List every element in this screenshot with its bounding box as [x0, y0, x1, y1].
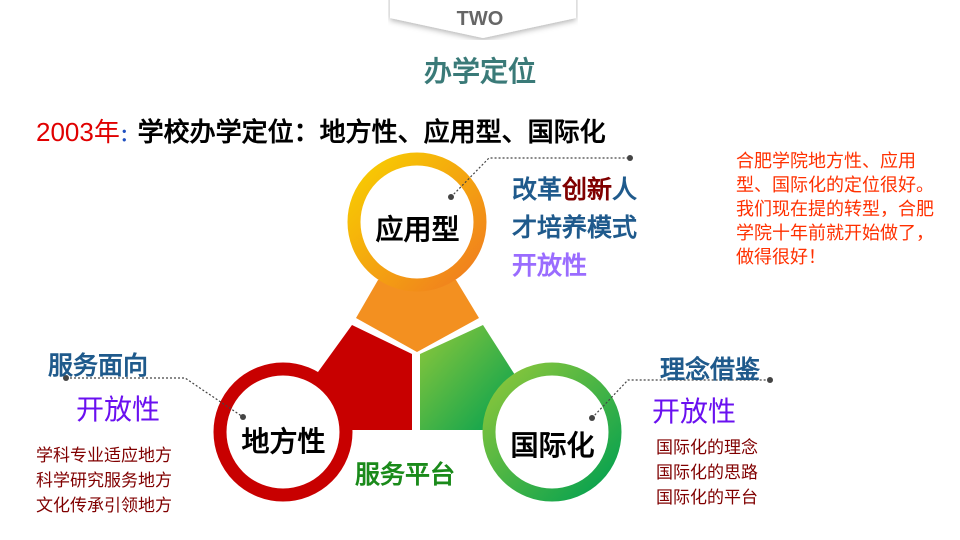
list-item: 文化传承引领地方: [36, 496, 172, 516]
intl-ring: [482, 362, 622, 502]
local-note-title: 服务面向: [48, 351, 149, 380]
applied-ring: [347, 152, 487, 292]
text-reform: 改革: [512, 175, 563, 204]
tab-label: TWO: [456, 8, 504, 30]
intl-note-list: 国际化的理念 国际化的思路 国际化的平台: [656, 436, 758, 511]
section-title: 办学定位: [423, 55, 536, 88]
list-item: 科学研究服务地方: [36, 471, 172, 491]
node-local: 地方性: [241, 425, 326, 458]
local-note-open: 开放性: [76, 393, 161, 426]
local-ring: [213, 362, 353, 502]
headline-year: 2003年: [36, 117, 120, 147]
headline-colon: :: [119, 118, 129, 148]
headline-text: 学校办学定位：地方性、应用型、国际化: [137, 118, 606, 148]
list-item: 国际化的平台: [656, 488, 758, 508]
text-innovation: 创新: [562, 175, 613, 204]
list-item: 学科专业适应地方: [36, 446, 172, 466]
comment-text: 合肥学院地方性、应用型、国际化的定位很好。我们现在提的转型，合肥学院十年前就开始…: [736, 151, 934, 268]
applied-note-open: 开放性: [512, 251, 588, 280]
headline: 2003年: 学校办学定位：地方性、应用型、国际化: [36, 112, 606, 149]
list-item: 国际化的理念: [656, 438, 758, 458]
orange-segment: [356, 280, 479, 352]
local-note-list: 学科专业适应地方 科学研究服务地方 文化传承引领地方: [36, 444, 172, 519]
applied-note-line2: 才培养模式: [512, 213, 638, 242]
applied-note-line1: 改革创新人: [512, 170, 637, 206]
node-international: 国际化: [510, 429, 595, 462]
section-tab: [390, 0, 576, 38]
node-platform: 服务平台: [355, 460, 456, 489]
intl-note-title: 理念借鉴: [660, 355, 761, 384]
node-applied: 应用型: [375, 213, 460, 246]
text-talent: 人: [612, 175, 638, 204]
list-item: 国际化的思路: [656, 463, 758, 483]
intl-note-open: 开放性: [652, 395, 737, 428]
leader-lines: [66, 157, 770, 419]
